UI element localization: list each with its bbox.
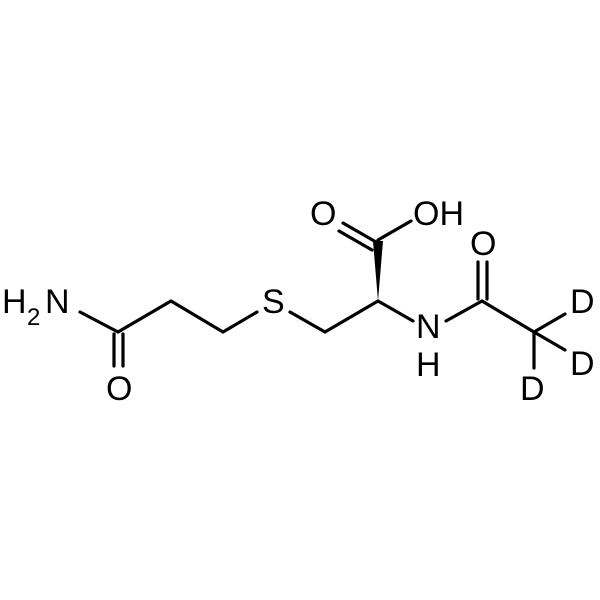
deuterium-label-3: D: [520, 370, 545, 408]
bond-nh2-c1: [78, 310, 120, 334]
sulfur-label: S: [262, 283, 285, 321]
carboxyl-oxygen-label: O: [310, 195, 336, 233]
bond-nh-acetyl-c: [444, 299, 484, 323]
bond-cd3-d1: [532, 312, 567, 334]
bond-c2-c3: [169, 299, 225, 334]
nh-nitrogen-label: N: [416, 308, 441, 346]
bond-layer: [78, 219, 567, 370]
bond-acetyl-c-cd3: [480, 299, 536, 334]
acetyl-oxygen-label: O: [470, 225, 496, 263]
bond-calpha-nh: [376, 299, 415, 323]
carboxyl-oh-label: OH: [413, 195, 464, 233]
amide-nh2-subscript: 2: [27, 304, 40, 331]
deuterium-label-1: D: [570, 283, 595, 321]
amide-oxygen-label: O: [106, 370, 132, 408]
atom-label-layer: H 2 N O S O OH N H O D D D: [2, 195, 595, 408]
bond-c3-s: [221, 310, 259, 334]
amide-nh2-h-label: H: [2, 283, 27, 321]
bond-s-c4: [288, 310, 327, 334]
bond-c1-c2: [116, 299, 173, 334]
bond-carboxyl-o-double-b: [337, 229, 374, 252]
bond-carboxyl-oh: [376, 219, 413, 242]
stereo-wedge-bond: [373, 241, 383, 301]
bond-carboxyl-o-double-a: [341, 221, 378, 244]
nh-hydrogen-label: H: [416, 346, 441, 384]
bond-c4-calpha: [323, 299, 380, 334]
deuterium-label-2: D: [570, 345, 595, 383]
amide-nh2-n-label: N: [45, 283, 70, 321]
bond-cd3-d2: [532, 330, 567, 352]
